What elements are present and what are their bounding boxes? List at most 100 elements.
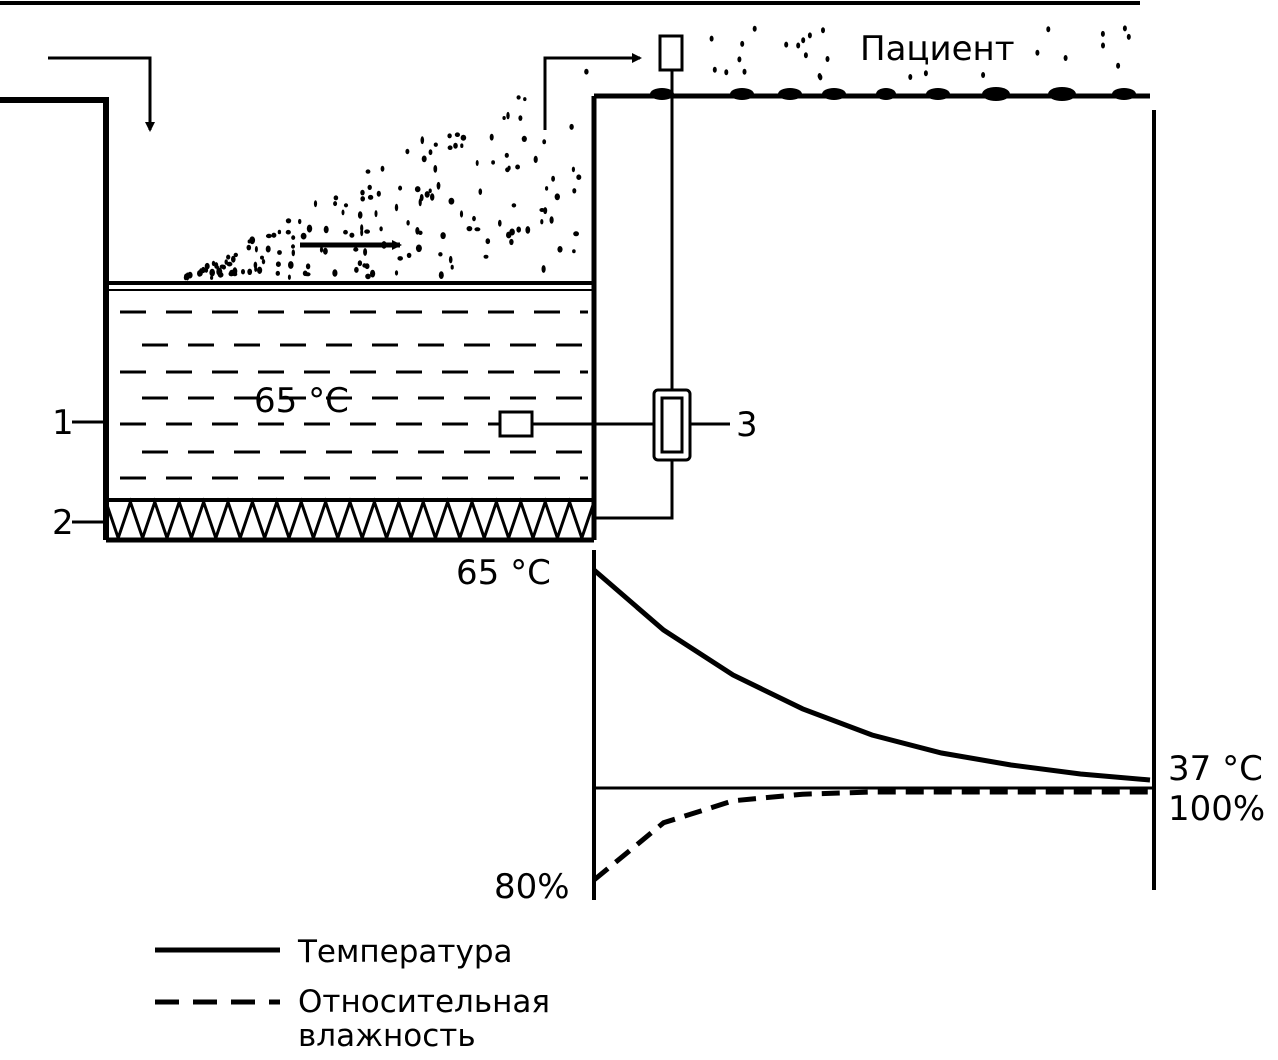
vapor-dot [742, 68, 747, 75]
vapor-dot [275, 261, 281, 268]
vapor-dot [277, 229, 282, 235]
controller-wire-heater [594, 460, 674, 520]
vapor-dot [415, 244, 422, 253]
vapor-dot [554, 193, 560, 201]
vapor-dot [545, 186, 549, 191]
vapor-dot [518, 115, 523, 121]
vapor-dot [1101, 42, 1105, 49]
controller-inner [660, 396, 684, 454]
vapor-dot [498, 219, 502, 227]
vapor-dot [447, 145, 453, 150]
vapor-dot [516, 226, 521, 233]
vapor-dot [305, 263, 311, 270]
vapor-dot [576, 174, 582, 180]
vapor-dot [506, 111, 510, 120]
vapor-dot [509, 238, 514, 246]
vapor-dot [360, 229, 364, 237]
vapor-dot [825, 56, 830, 62]
vapor-dot [460, 143, 464, 148]
vapor-dot [406, 252, 412, 258]
vapor-dot [573, 231, 579, 237]
vapor-dot [394, 203, 399, 212]
vapor-dot [521, 135, 527, 142]
vapor-dot [460, 134, 467, 141]
vapor-dot [291, 235, 296, 240]
vapor-dot [247, 268, 253, 275]
vapor-dot [438, 252, 443, 257]
vapor-dot [247, 239, 251, 244]
vapor-dot [374, 210, 378, 218]
vapor-dot [453, 142, 458, 149]
part-1-label: 1 [52, 403, 74, 443]
vapor-dot [1046, 26, 1051, 33]
part-2-label: 2 [52, 503, 74, 543]
vapor-dot [709, 35, 714, 42]
vapor-dot [1116, 62, 1121, 69]
vapor-dot [752, 25, 757, 32]
vapor-dots [183, 25, 1131, 281]
vapor-dot [319, 246, 324, 253]
water-dashes [120, 310, 588, 480]
vapor-dot [483, 254, 489, 259]
vapor-dot [466, 226, 473, 232]
vapor-dot [571, 166, 576, 173]
vapor-dot [801, 37, 806, 44]
vapor-dot [261, 259, 266, 265]
vapor-dot [421, 155, 427, 163]
vapor-dot [291, 244, 295, 249]
vapor-dot [217, 272, 224, 278]
condensate-droplets [650, 87, 1136, 101]
legend-humidity-label-2: влажность [298, 1018, 476, 1054]
vapor-dot [254, 266, 258, 272]
vapor-dot [394, 270, 399, 276]
vapor-dot [485, 238, 491, 245]
water-sensor [498, 410, 534, 438]
vapor-dot [201, 266, 206, 274]
vapor-dot [260, 255, 264, 260]
vapor-dot [569, 123, 574, 130]
vapor-dot [365, 273, 371, 280]
vapor-dot [226, 254, 231, 260]
vapor-dot [353, 247, 359, 252]
vapor-dot [440, 232, 446, 240]
vapor-dot [454, 132, 460, 137]
temperature-curve [592, 568, 1151, 783]
vapor-dot [796, 42, 801, 49]
vapor-dot [803, 52, 808, 59]
vapor-dot [367, 184, 372, 190]
vapor-dot [433, 142, 438, 147]
vapor-dot [271, 232, 277, 238]
vapor-dot [474, 227, 481, 232]
vapor-dot [784, 41, 789, 48]
vapor-dot [1126, 33, 1131, 40]
vapor-dot [418, 198, 422, 207]
vapor-dot [489, 133, 494, 141]
vapor-dot [572, 249, 576, 254]
vapor-dot [1100, 30, 1105, 37]
vapor-dot [448, 197, 455, 205]
vapor-dot [291, 249, 295, 257]
vapor-dot [360, 189, 365, 196]
vapor-dot [209, 268, 215, 277]
vapor-dot [360, 196, 366, 202]
vapor-dot [277, 250, 282, 255]
vapor-dot [491, 160, 495, 165]
vapor-dot [428, 188, 432, 194]
vapor-dot [459, 210, 464, 218]
vapor-dot [448, 255, 453, 264]
vapor-dot [740, 40, 745, 47]
vapor-dot [365, 169, 371, 174]
end-humidity-label: 100% [1168, 789, 1265, 829]
vapor-dot [241, 269, 245, 275]
vapor-dot [506, 231, 512, 239]
heater-element [104, 497, 596, 543]
vapor-dot [265, 233, 272, 239]
vapor-dot [551, 175, 555, 182]
vapor-dot [357, 260, 363, 267]
vapor-dot [475, 160, 479, 166]
vapor-dot [511, 203, 517, 208]
vapor-dot [249, 236, 256, 245]
vapor-dot [1063, 55, 1068, 61]
vapor-dot [343, 229, 348, 235]
